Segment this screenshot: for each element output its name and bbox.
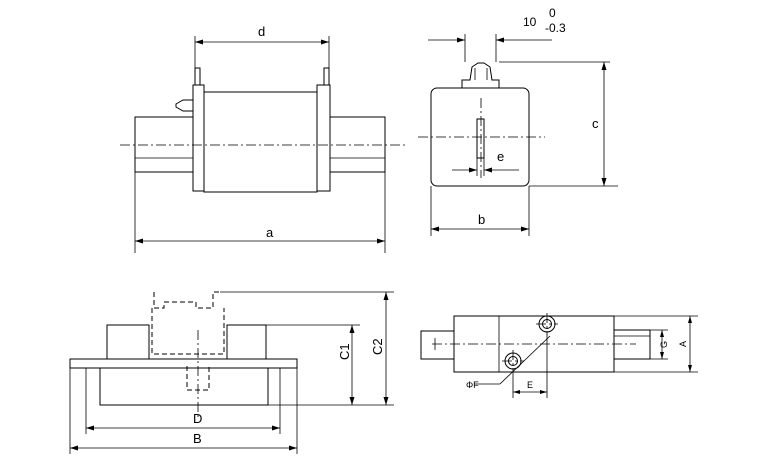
dim-C1-label: C1 (337, 343, 352, 360)
dim-b-label: b (478, 212, 485, 227)
tolerance-lower: -0.3 (545, 21, 566, 35)
dim-B-label: B (193, 431, 202, 446)
left-end-flange (192, 84, 205, 192)
tolerance-upper: 0 (549, 6, 556, 20)
right-contact-block (226, 324, 267, 360)
right-terminal-blade (329, 116, 386, 173)
dim-E-label: E (527, 380, 533, 390)
top-right-blade (613, 329, 651, 360)
base-plate (69, 358, 298, 369)
dim-a-label: a (266, 225, 274, 240)
left-contact-block (106, 324, 150, 360)
end-view: 10 0 -0.3 c b e (418, 6, 618, 236)
right-tab (323, 67, 330, 86)
fuse-body (203, 91, 318, 193)
left-terminal-blade (134, 116, 194, 173)
base-block (99, 367, 269, 406)
fuse-outline-top (153, 291, 220, 309)
dim-C2-label: C2 (370, 338, 385, 355)
dim-c-label: c (592, 116, 599, 131)
end-slot (476, 118, 485, 159)
base-front-view: C1 C2 D B (69, 291, 394, 454)
indicator-pin (175, 99, 194, 112)
top-left-blade (420, 330, 455, 360)
dim-A-label: A (678, 341, 688, 347)
dim-10-label: 10 (523, 15, 537, 29)
end-blade-stub (461, 62, 500, 88)
dim-D-label: D (193, 411, 202, 426)
right-end-flange (316, 84, 331, 192)
left-tab (194, 67, 201, 86)
dim-d-label: d (258, 24, 265, 39)
base-top-view: ΦF E G A (420, 313, 698, 398)
dim-F-label: ΦF (466, 380, 479, 390)
dim-e-label: e (497, 149, 504, 164)
side-view: d a (120, 24, 405, 253)
fuse-outline-body (151, 308, 225, 355)
dim-G-label: G (659, 341, 669, 348)
